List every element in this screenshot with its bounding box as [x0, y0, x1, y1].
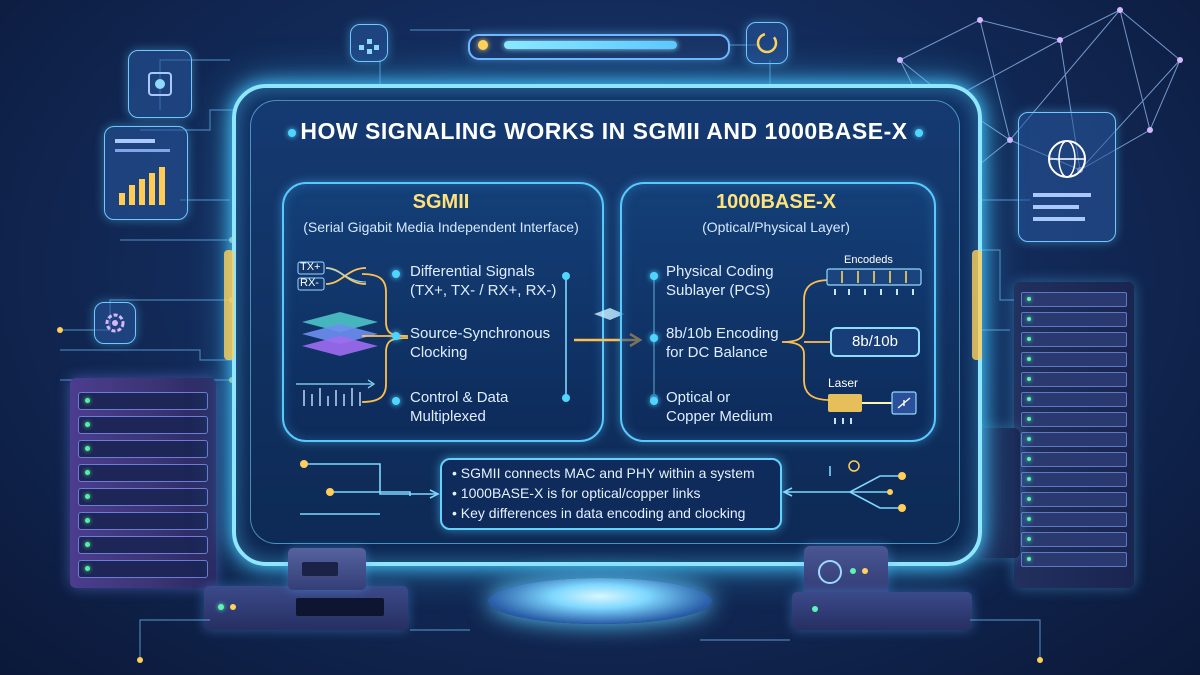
base-x-item-dot-2 [650, 334, 658, 342]
sgmii-item-3-line2: Multiplexed [410, 408, 486, 425]
right-network-switch [792, 592, 972, 630]
encoded-label: Encodeds [844, 254, 893, 266]
chart-card [104, 126, 188, 220]
monitor-side-tab-left [224, 250, 234, 360]
1000base-x-panel [620, 182, 936, 442]
bar-chart-icon [115, 139, 170, 205]
summary-line-2: • 1000BASE-X is for optical/copper links [452, 485, 701, 501]
tx-plus-label: TX+ [300, 261, 321, 273]
gear-icon-tile [94, 302, 136, 344]
8b10b-box: 8b/10b [830, 327, 920, 357]
top-progress-fill [504, 41, 677, 49]
sgmii-bracket [362, 273, 408, 403]
sgmii-item-3-line1: Control & Data [410, 389, 509, 406]
chip-icon-tile [128, 50, 192, 118]
base-x-item-3: Optical or Copper Medium [666, 388, 773, 426]
gear-icon [105, 313, 125, 333]
globe-icon [1033, 140, 1091, 221]
sgmii-item-1: Differential Signals (TX+, TX- / RX+, RX… [410, 262, 556, 300]
base-x-item-2-line1: 8b/10b Encoding [666, 325, 779, 342]
sgmii-item-dot-3 [392, 397, 400, 405]
sgmii-item-dot-1 [392, 270, 400, 278]
base-x-item-2-line2: for DC Balance [666, 344, 768, 361]
differential-signal-illustration [296, 261, 378, 406]
laser-diagram [828, 391, 917, 424]
base-x-bracket [782, 279, 830, 401]
base-x-item-dot-3 [650, 397, 658, 405]
sgmii-item-3: Control & Data Multiplexed [410, 388, 508, 426]
flowchart-icon-tile [350, 24, 388, 62]
sgmii-item-1-line2: (TX+, TX- / RX+, RX-) [410, 282, 557, 299]
top-progress-bar [468, 34, 730, 60]
base-x-item-1-line1: Physical Coding [666, 263, 774, 280]
encoded-bits-strip [826, 268, 922, 295]
page-title: HOW SIGNALING WORKS IN SGMII AND 1000BAS… [300, 118, 908, 144]
globe-card [1018, 112, 1116, 242]
1000base-x-heading: 1000BASE-X [715, 191, 837, 213]
title-ornament-left [288, 129, 296, 137]
base-x-item-dot-1 [650, 272, 658, 280]
left-server-rack [70, 378, 216, 588]
base-x-item-3-line1: Optical or [666, 389, 731, 406]
flowchart-icon [359, 39, 379, 54]
right-device-unit [804, 546, 888, 596]
sgmii-item-1-line1: Differential Signals [410, 263, 535, 280]
base-x-item-1-line2: Sublayer (PCS) [666, 282, 771, 299]
summary-text-2: 1000BASE-X is for optical/copper links [460, 485, 701, 501]
laser-label: Laser [828, 376, 859, 390]
summary-text-1: SGMII connects MAC and PHY within a syst… [460, 465, 755, 481]
left-network-switch [204, 586, 408, 630]
sgmii-heading: SGMII [412, 191, 470, 213]
base-x-item-3-line2: Copper Medium [666, 408, 773, 425]
left-media-converter [288, 548, 366, 590]
right-small-server-rack [976, 428, 1020, 558]
sgmii-subheading: (Serial Gigabit Media Independent Interf… [303, 219, 579, 235]
summary-line-1: • SGMII connects MAC and PHY within a sy… [452, 465, 755, 481]
sgmii-item-dot-2 [392, 332, 400, 340]
base-x-item-1: Physical Coding Sublayer (PCS) [666, 262, 774, 300]
sgmii-item-2: Source-Synchronous Clocking [410, 324, 550, 362]
sgmii-item-2-line2: Clocking [410, 344, 468, 361]
sgmii-item-2-line1: Source-Synchronous [410, 325, 551, 342]
top-progress-knob [478, 40, 488, 50]
base-x-item-2: 8b/10b Encoding for DC Balance [666, 324, 779, 362]
floor-cables [137, 619, 1043, 663]
refresh-icon-tile [746, 22, 788, 64]
1000base-x-subheading: (Optical/Physical Layer) [702, 219, 850, 235]
right-server-rack [1014, 282, 1134, 588]
chip-icon [148, 72, 172, 96]
refresh-icon [756, 32, 778, 54]
summary-connectors [300, 460, 906, 515]
monitor-side-tab-right [972, 250, 982, 360]
title-ornament-right [915, 129, 923, 137]
rx-minus-label: RX- [300, 277, 319, 289]
summary-line-3: • Key differences in data encoding and c… [452, 505, 746, 521]
summary-text-3: Key differences in data encoding and clo… [460, 505, 746, 521]
center-pedestal [488, 578, 712, 624]
summary-box [440, 458, 782, 530]
